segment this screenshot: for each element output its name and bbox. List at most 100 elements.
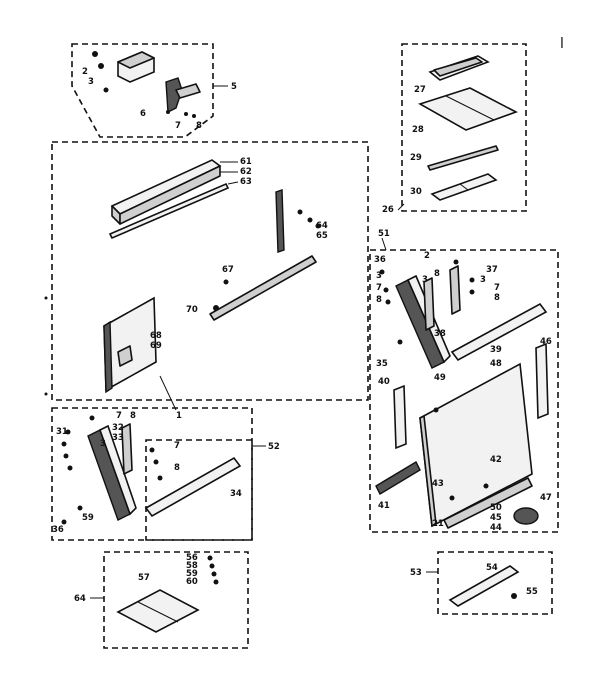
label-41: 41	[378, 501, 390, 511]
label-60: 60	[186, 577, 198, 587]
foam-30-seam	[459, 183, 469, 191]
strip-40	[393, 384, 407, 450]
group-right: 51 36 2 3 7 8 3 8 37 3 7 8 38 35 39 46 4…	[369, 229, 559, 533]
label-47: 47	[540, 493, 552, 503]
screw-i	[61, 519, 67, 525]
label-52: 52	[268, 442, 280, 452]
screw-upper-2	[307, 217, 313, 223]
screw-r6	[469, 289, 475, 295]
bracket-right	[423, 277, 435, 331]
leader-1	[159, 375, 177, 411]
screw-c	[67, 465, 73, 471]
side-channel-left-face	[99, 424, 137, 516]
screw-42	[483, 483, 489, 489]
label-64: 64	[316, 221, 328, 231]
label-8r2: 8	[434, 269, 440, 279]
label-8: 8	[196, 121, 202, 131]
group-bottom-left-border	[103, 551, 249, 649]
screw-3	[98, 63, 104, 69]
screw-55	[511, 593, 517, 599]
group-top-left-border	[71, 43, 214, 138]
label-30: 30	[410, 187, 422, 197]
knob-47	[513, 507, 539, 525]
label-68: 68	[150, 331, 162, 341]
screw-small	[103, 87, 109, 93]
corner-mark: l	[560, 36, 564, 52]
label-7c: 7	[174, 441, 180, 451]
label-51: 51	[378, 229, 390, 239]
rail-39	[450, 302, 548, 362]
label-67: 67	[222, 265, 234, 275]
stray-dot-2	[44, 392, 48, 396]
screw-d	[89, 415, 95, 421]
screw-67	[223, 279, 229, 285]
screw-e	[149, 447, 155, 453]
group-bottom-right: 54 55 53	[410, 551, 553, 615]
label-43: 43	[432, 479, 444, 489]
screw-r7	[397, 339, 403, 345]
label-7r: 7	[376, 283, 382, 293]
label-8r3: 8	[494, 293, 500, 303]
seal-strip-27-inner	[433, 57, 483, 77]
screw-r2	[383, 287, 389, 293]
bracket-37	[449, 265, 461, 315]
label-31: 31	[56, 427, 68, 437]
label-6: 6	[140, 109, 146, 119]
panel-48-edge	[419, 415, 437, 527]
label-69: 69	[150, 341, 162, 351]
screw-43	[449, 495, 455, 501]
label-59: 59	[82, 513, 94, 523]
label-35: 35	[376, 359, 388, 369]
leader-63	[227, 181, 239, 185]
label-7: 7	[175, 121, 181, 131]
group-right-border	[369, 249, 559, 533]
group-top-right-border	[401, 43, 527, 212]
label-62: 62	[240, 167, 252, 177]
screw-h	[77, 505, 83, 511]
label-8r: 8	[376, 295, 382, 305]
label-21: 21	[432, 519, 444, 529]
group-lower-left: 31 32 33 3 7 8 7 8 34 52 59 36	[51, 407, 280, 541]
group-top-right: 27 28 29 30 26	[382, 43, 527, 215]
post-vertical	[275, 189, 285, 253]
label-70: 70	[186, 305, 198, 315]
label-33: 33	[112, 433, 124, 443]
label-56: 56	[186, 553, 198, 563]
label-28: 28	[412, 125, 424, 135]
label-7b: 7	[116, 411, 122, 421]
label-26: 26	[382, 205, 394, 215]
label-55: 55	[526, 587, 538, 597]
screw-70	[213, 305, 219, 311]
label-29: 29	[410, 153, 422, 163]
label-45: 45	[490, 513, 502, 523]
label-57: 57	[138, 573, 150, 583]
top-rail-61-face	[119, 165, 221, 225]
screw-b1	[207, 555, 213, 561]
screw-b4	[213, 579, 219, 585]
bracket-33	[121, 423, 133, 475]
label-39: 39	[490, 345, 502, 355]
label-2r: 2	[424, 251, 430, 261]
screw-7	[184, 112, 188, 116]
panel-48	[419, 362, 533, 528]
rod-29	[427, 145, 499, 171]
group-top-left: 2 3 5 6 7 8	[71, 43, 237, 138]
label-8b: 8	[130, 411, 136, 421]
strip-63	[108, 182, 230, 240]
angle-bracket	[165, 77, 183, 114]
panel-68-edge	[103, 320, 113, 394]
label-46: 46	[540, 337, 552, 347]
screw-upper	[297, 209, 303, 215]
label-2: 2	[82, 67, 88, 77]
screw-2	[92, 51, 98, 57]
strip-54	[448, 565, 520, 607]
label-59b: 59	[186, 569, 198, 579]
label-8c: 8	[174, 463, 180, 473]
panel-28	[418, 87, 518, 131]
screw-a	[61, 441, 67, 447]
screw-r3	[385, 299, 391, 305]
stray-dot-1	[44, 296, 48, 300]
label-1: 1	[176, 411, 182, 421]
screw-r5	[469, 277, 475, 283]
screw-g	[157, 475, 163, 481]
